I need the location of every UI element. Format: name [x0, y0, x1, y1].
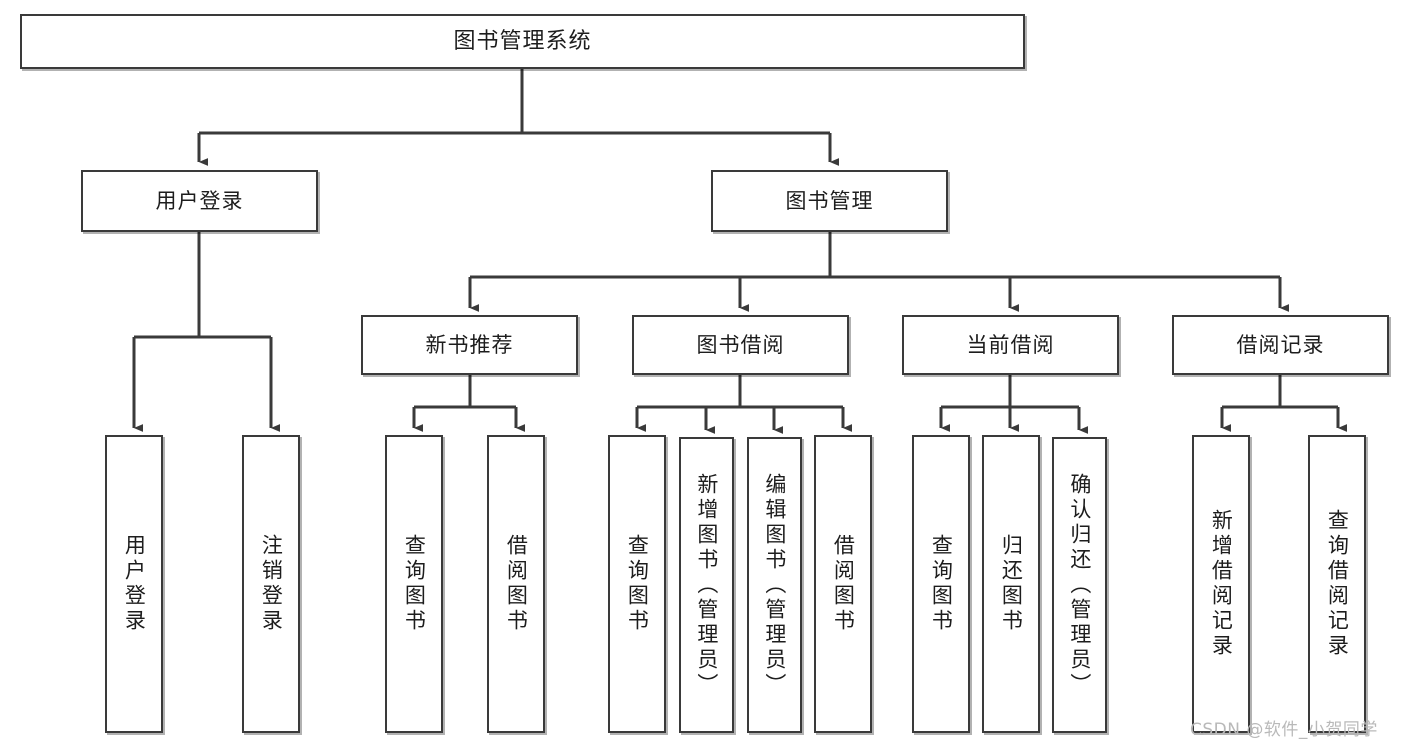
- leaf-new-book-borrow[interactable]: 借阅图书: [487, 435, 545, 733]
- node-label: 确认归还（管理员）: [1067, 472, 1092, 698]
- node-root-library-system[interactable]: 图书管理系统: [20, 14, 1025, 69]
- leaf-user-login-signin[interactable]: 用户登录: [105, 435, 163, 733]
- node-current-borrow[interactable]: 当前借阅: [902, 315, 1119, 375]
- node-label: 查询图书: [625, 534, 650, 634]
- leaf-current-borrow-query[interactable]: 查询图书: [912, 435, 970, 733]
- node-borrow-record[interactable]: 借阅记录: [1172, 315, 1389, 375]
- leaf-borrow-record-add[interactable]: 新增借阅记录: [1192, 435, 1250, 733]
- node-label: 图书借阅: [696, 332, 785, 357]
- node-label: 图书管理: [785, 188, 874, 213]
- node-label: 用户登录: [155, 188, 244, 213]
- node-label: 图书管理系统: [453, 28, 592, 54]
- node-label: 查询图书: [402, 534, 427, 634]
- node-label: 查询图书: [929, 534, 954, 634]
- leaf-borrow-record-query[interactable]: 查询借阅记录: [1308, 435, 1366, 733]
- node-label: 新书推荐: [425, 332, 514, 357]
- node-book-borrow[interactable]: 图书借阅: [632, 315, 849, 375]
- node-label: 借阅图书: [504, 534, 529, 634]
- node-label: 当前借阅: [966, 332, 1055, 357]
- node-user-login[interactable]: 用户登录: [81, 170, 318, 232]
- node-label: 编辑图书（管理员）: [762, 472, 787, 698]
- leaf-new-book-query[interactable]: 查询图书: [385, 435, 443, 733]
- node-label: 归还图书: [999, 534, 1024, 634]
- leaf-book-borrow-borrow[interactable]: 借阅图书: [814, 435, 872, 733]
- node-label: 注销登录: [259, 534, 284, 634]
- leaf-book-borrow-add-admin[interactable]: 新增图书（管理员）: [679, 437, 734, 733]
- node-label: 新增图书（管理员）: [694, 472, 719, 698]
- leaf-book-borrow-edit-admin[interactable]: 编辑图书（管理员）: [747, 437, 802, 733]
- leaf-book-borrow-query[interactable]: 查询图书: [608, 435, 666, 733]
- node-label: 查询借阅记录: [1325, 509, 1350, 659]
- leaf-user-login-signout[interactable]: 注销登录: [242, 435, 300, 733]
- node-label: 借阅记录: [1236, 332, 1325, 357]
- node-label: 用户登录: [122, 534, 147, 634]
- leaf-current-borrow-confirm-admin[interactable]: 确认归还（管理员）: [1052, 437, 1107, 733]
- node-book-management[interactable]: 图书管理: [711, 170, 948, 232]
- node-label: 新增借阅记录: [1209, 509, 1234, 659]
- node-new-book-recommend[interactable]: 新书推荐: [361, 315, 578, 375]
- node-label: 借阅图书: [831, 534, 856, 634]
- leaf-current-borrow-return[interactable]: 归还图书: [982, 435, 1040, 733]
